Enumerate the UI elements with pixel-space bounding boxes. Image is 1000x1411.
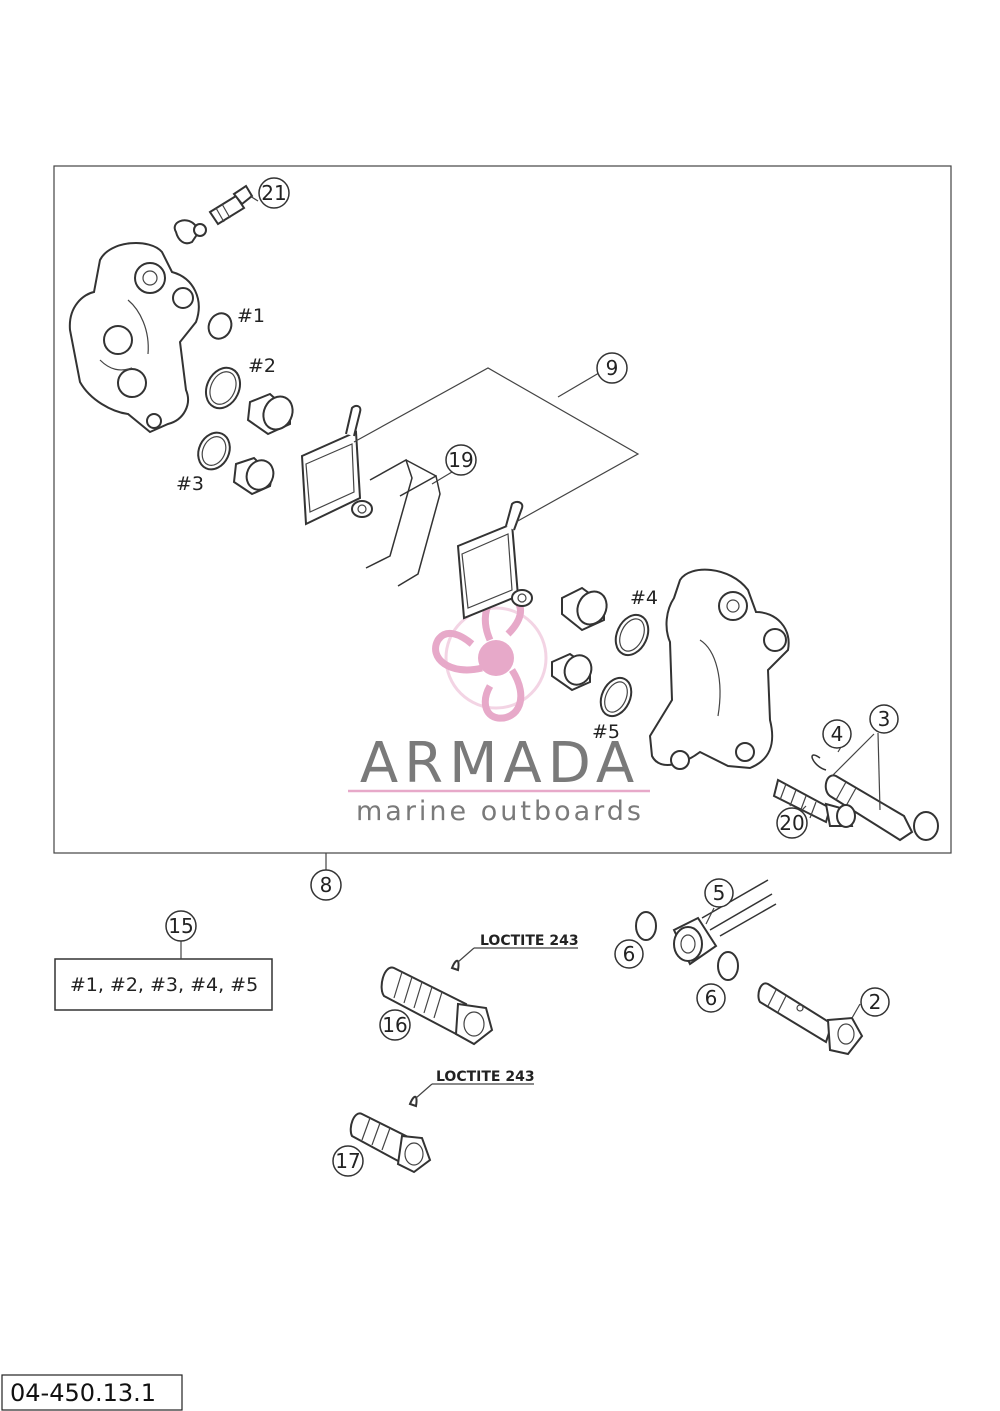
brake-pad-right-icon [456, 500, 533, 620]
seal-kit-box [54, 958, 273, 1011]
callout-16: 16 [379, 1009, 411, 1041]
svg-text:3: 3 [878, 707, 891, 731]
brake-pad-left-icon [300, 404, 373, 526]
watermark-tagline: marine outboards [356, 796, 644, 827]
pad-spring-icon [365, 458, 441, 587]
bolt-icon [380, 966, 494, 1046]
callout-6b: 6 [696, 983, 726, 1013]
seal-label-3: #3 [176, 473, 204, 495]
o-ring-icon [197, 312, 242, 471]
loctite-note-2: LOCTITE 243 [436, 1069, 535, 1085]
bolt-icon [757, 982, 864, 1056]
callout-9: 9 [596, 352, 628, 384]
svg-text:15: 15 [168, 914, 193, 938]
callout-21: 21 [258, 177, 290, 209]
callout-20: 20 [776, 807, 808, 839]
watermark: ARMADA marine outboards [348, 591, 650, 827]
callout-15: 15 [165, 910, 197, 942]
svg-text:5: 5 [713, 881, 726, 905]
propeller-logo-icon [432, 591, 548, 722]
bolt-icon [824, 774, 939, 842]
seal-kit-label: #1, #2, #3, #4, #5 [70, 974, 258, 996]
seal-label-2: #2 [248, 355, 276, 377]
brake-caliper-right-icon [648, 568, 790, 770]
seal-label-5: #5 [592, 721, 620, 743]
svg-text:4: 4 [831, 722, 844, 746]
watermark-brand: ARMADA [360, 731, 640, 796]
loctite-note-1: LOCTITE 243 [480, 933, 579, 949]
o-ring-icon [599, 613, 650, 718]
piston-icon [232, 392, 294, 496]
svg-text:6: 6 [623, 942, 636, 966]
banjo-fitting-icon [672, 879, 777, 966]
brake-caliper-left-icon [68, 241, 200, 434]
bleed-screw-icon [173, 184, 254, 245]
svg-text:9: 9 [606, 356, 619, 380]
drawing-code-box [1, 1374, 183, 1411]
svg-text:19: 19 [448, 448, 473, 472]
piston-icon [551, 586, 608, 692]
seal-label-4: #4 [630, 587, 658, 609]
svg-text:6: 6 [705, 986, 718, 1010]
callout-6a: 6 [614, 939, 644, 969]
svg-text:20: 20 [779, 811, 804, 835]
callout-2: 2 [860, 987, 890, 1017]
svg-text:2: 2 [869, 990, 882, 1014]
drawing-code: 04-450.13.1 [10, 1379, 156, 1407]
bolt-icon [772, 778, 856, 828]
callout-17: 17 [332, 1145, 364, 1177]
callout-3: 3 [869, 704, 899, 734]
o-ring-icon [635, 911, 739, 981]
bolt-icon [349, 1112, 432, 1174]
clip-icon [811, 754, 827, 771]
callout-8: 8 [310, 869, 342, 901]
svg-text:17: 17 [335, 1149, 360, 1173]
callout-4: 4 [822, 719, 852, 749]
svg-text:16: 16 [382, 1013, 407, 1037]
svg-text:8: 8 [320, 873, 333, 897]
seal-label-1: #1 [237, 305, 265, 327]
callout-19: 19 [445, 444, 477, 476]
assembly-frame [53, 165, 952, 854]
svg-text:21: 21 [261, 181, 286, 205]
callout-5: 5 [704, 878, 734, 908]
